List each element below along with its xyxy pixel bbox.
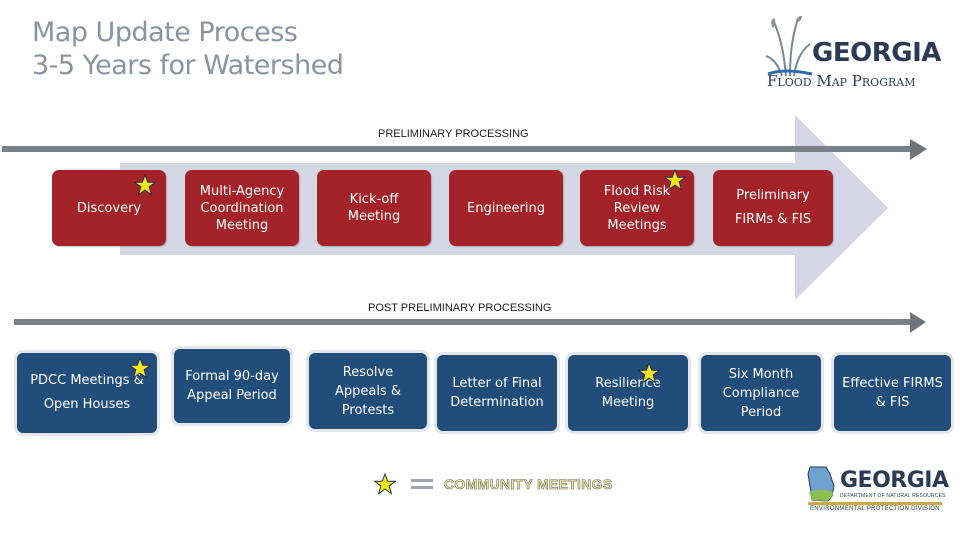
step-multi-agency-coordination-meeting: Multi-Agency Coordination Meeting bbox=[185, 170, 299, 246]
star-icon bbox=[134, 174, 156, 196]
title-line-1: Map Update Process bbox=[32, 17, 298, 48]
georgia-state-icon bbox=[807, 466, 835, 502]
legend-line-top bbox=[411, 479, 433, 482]
reeds-icon bbox=[765, 16, 813, 77]
epd-logo-text: ENVIRONMENTAL PROTECTION DIVISION bbox=[810, 506, 940, 512]
star-icon bbox=[129, 357, 151, 379]
step-label: Discovery bbox=[76, 200, 142, 216]
legend-label: COMMUNITY MEETINGS bbox=[444, 476, 613, 493]
legend-line-bottom bbox=[411, 486, 433, 489]
step-label: Resolve Appeals & Protests bbox=[334, 364, 401, 418]
step-label: Letter of Final Determination bbox=[450, 376, 544, 410]
dnr-logo-divider bbox=[808, 502, 942, 505]
step-resolve-appeals-protests: Resolve Appeals & Protests bbox=[309, 353, 427, 429]
star-icon bbox=[638, 362, 660, 384]
preliminary-label: PRELIMINARY PROCESSING bbox=[378, 128, 529, 140]
step-letter-of-final-determination: Letter of Final Determination bbox=[437, 355, 557, 431]
step-label: PDCC Meetings & Open Houses bbox=[30, 373, 144, 412]
slide-title: Map Update Process 3-5 Years for Watersh… bbox=[32, 16, 344, 82]
step-six-month-compliance-period: Six Month Compliance Period bbox=[701, 355, 821, 431]
step-label: Kick-off Meeting bbox=[347, 192, 401, 224]
legend-star-icon bbox=[374, 473, 396, 495]
title-line-2: 3-5 Years for Watershed bbox=[32, 50, 344, 81]
step-label: Preliminary FIRMs & FIS bbox=[734, 188, 812, 227]
preliminary-timeline-arrowhead bbox=[910, 139, 927, 160]
step-label: Formal 90-day Appeal Period bbox=[185, 369, 279, 403]
post-timeline-bar bbox=[14, 319, 910, 325]
flood-map-logo-title: GEORGIA bbox=[812, 38, 941, 68]
step-preliminary-firms-fis: Preliminary FIRMs & FIS bbox=[713, 170, 833, 246]
step-label: Multi-Agency Coordination Meeting bbox=[199, 183, 285, 233]
preliminary-timeline-bar bbox=[2, 146, 912, 152]
dnr-logo-title: GEORGIA bbox=[840, 468, 949, 493]
post-preliminary-label: POST PRELIMINARY PROCESSING bbox=[368, 302, 552, 314]
dnr-logo-subtitle: DEPARTMENT OF NATURAL RESOURCES bbox=[840, 493, 946, 499]
star-icon bbox=[664, 169, 686, 191]
post-timeline-arrowhead bbox=[910, 312, 926, 333]
step-kick-off-meeting: Kick-off Meeting bbox=[317, 170, 431, 246]
step-label: Engineering bbox=[467, 200, 545, 216]
step-engineering: Engineering bbox=[449, 170, 563, 246]
step-label: Six Month Compliance Period bbox=[722, 366, 800, 420]
step-formal-90-day-appeal-period: Formal 90-day Appeal Period bbox=[174, 349, 290, 423]
step-effective-firms-fis: Effective FIRMS & FIS bbox=[834, 355, 951, 431]
step-resilience-meeting: Resilience Meeting bbox=[568, 355, 688, 431]
step-label: Resilience Meeting bbox=[595, 376, 661, 410]
flood-map-logo-subtitle: Flood Map Program bbox=[767, 72, 916, 90]
step-label: Flood Risk Review Meetings bbox=[603, 183, 671, 233]
step-flood-risk-review-meetings: Flood Risk Review Meetings bbox=[580, 170, 694, 246]
step-label: Effective FIRMS & FIS bbox=[842, 376, 943, 410]
